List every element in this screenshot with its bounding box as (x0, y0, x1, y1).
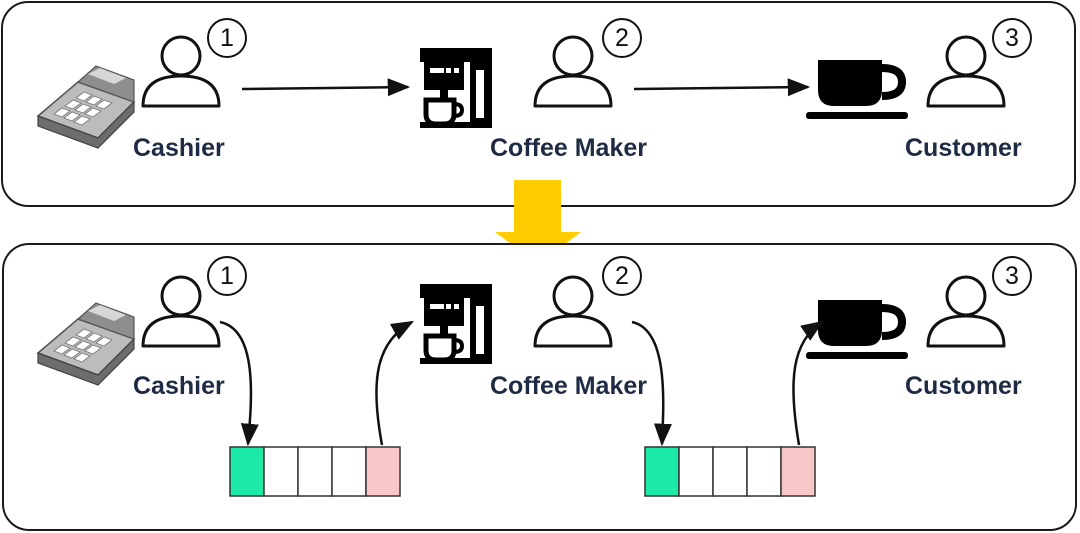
role-label-customer: Customer (905, 134, 1022, 162)
role-label-customer: Customer (905, 372, 1022, 400)
top-panel (1, 1, 1076, 207)
queue-head-slot (644, 446, 680, 497)
step-badge-1: 1 (207, 18, 247, 58)
queue-coffee-maker-to-customer (644, 446, 816, 497)
dequeue-arrow (792, 320, 824, 446)
flow-arrow (241, 78, 411, 97)
enqueue-arrow (219, 320, 259, 447)
queue-slot (263, 446, 299, 497)
queue-tail-slot (365, 446, 401, 497)
role-label-coffee-maker: Coffee Maker (490, 134, 647, 162)
queue-slot (678, 446, 714, 497)
enqueue-arrow (631, 320, 672, 447)
step-badge-3: 3 (992, 256, 1032, 296)
queue-slot (746, 446, 782, 497)
flow-arrow (633, 78, 811, 97)
role-label-cashier: Cashier (133, 372, 225, 400)
role-label-coffee-maker: Coffee Maker (490, 372, 647, 400)
queue-slot (297, 446, 333, 497)
role-label-cashier: Cashier (133, 134, 225, 162)
step-badge-2: 2 (602, 256, 642, 296)
queue-head-slot (229, 446, 265, 497)
queue-slot (331, 446, 367, 497)
queue-tail-slot (780, 446, 816, 497)
step-badge-3: 3 (992, 18, 1032, 58)
dequeue-arrow (375, 320, 414, 446)
queue-slot (712, 446, 748, 497)
queue-cashier-to-coffee-maker (229, 446, 401, 497)
step-badge-1: 1 (207, 256, 247, 296)
step-badge-2: 2 (602, 18, 642, 58)
